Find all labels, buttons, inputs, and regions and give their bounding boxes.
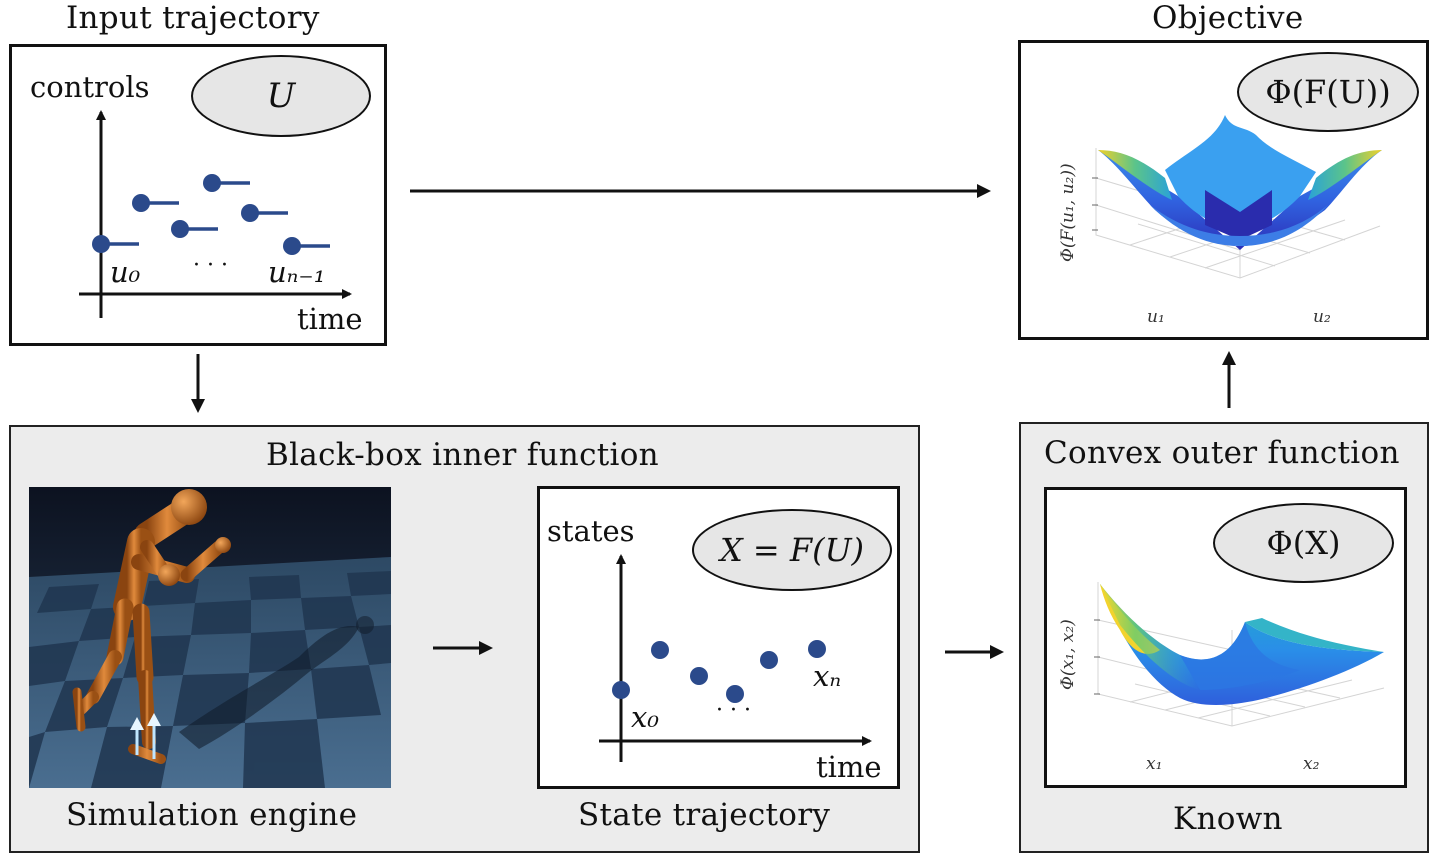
objective-u2-label: u₂	[1313, 307, 1331, 327]
input-time-axis-label: time	[297, 302, 363, 336]
flow-arrows	[191, 184, 1236, 659]
input-ellipsis: · · ·	[193, 253, 228, 278]
x0-label: x₀	[631, 700, 659, 734]
uN-1-label: uₙ₋₁	[268, 255, 326, 289]
state-oval: X = F(U)	[692, 509, 892, 591]
controls-axis-label: controls	[30, 70, 150, 104]
simulation-render-image	[29, 487, 391, 788]
input-oval: U	[191, 55, 371, 137]
input-axes	[79, 110, 352, 318]
outer-title: Convex outer function	[1044, 435, 1400, 471]
outer-x2-label: x₂	[1303, 754, 1320, 774]
control-steps	[101, 181, 330, 248]
known-caption: Known	[1173, 801, 1283, 837]
state-trajectory-caption: State trajectory	[578, 797, 831, 833]
objective-title: Objective	[1152, 0, 1304, 36]
outer-oval: Φ(X)	[1213, 503, 1394, 583]
outer-bowl-surface	[1094, 582, 1385, 727]
input-title: Input trajectory	[66, 0, 320, 36]
states-axis-label: states	[547, 514, 635, 548]
u0-label: u₀	[110, 255, 141, 289]
objective-u1-label: u₁	[1147, 307, 1165, 327]
simulation-caption: Simulation engine	[66, 797, 358, 833]
objective-oval: Φ(F(U))	[1237, 52, 1419, 132]
objective-surface	[1092, 115, 1382, 279]
xN-label: xₙ	[813, 659, 842, 693]
control-points	[92, 174, 301, 255]
state-points	[612, 640, 826, 703]
state-axes	[599, 554, 872, 762]
state-time-axis-label: time	[816, 750, 882, 784]
blackbox-title: Black-box inner function	[266, 437, 659, 473]
outer-x1-label: x₁	[1146, 754, 1163, 774]
